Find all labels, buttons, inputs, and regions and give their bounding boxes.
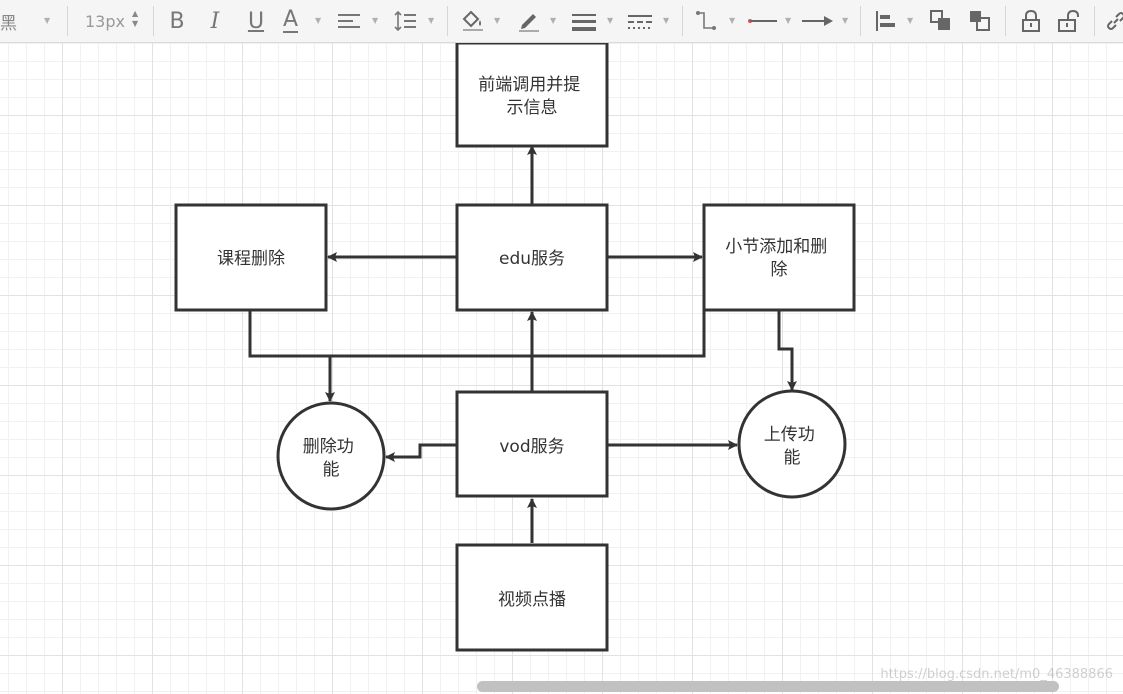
node-video-play[interactable]	[455, 543, 609, 652]
bring-front-icon	[930, 10, 950, 30]
toolbar-divider	[153, 6, 154, 36]
node-upload-func-label-line2: 能	[784, 448, 801, 468]
font-size-stepper[interactable]: 13px ▲▼	[80, 0, 150, 42]
font-family-select[interactable]: 黑 ▼	[0, 0, 55, 42]
link-button[interactable]	[1104, 0, 1123, 42]
watermark: https://blog.csdn.net/m0_46388866	[880, 667, 1113, 682]
line-color-icon	[519, 14, 539, 32]
chevron-down-icon: ▼	[44, 16, 51, 25]
unlock-button[interactable]	[1056, 0, 1082, 42]
toolbar-divider	[1005, 6, 1006, 36]
unlock-icon	[1058, 9, 1079, 32]
format-toolbar: 黑 ▼ 13px ▲▼ B I U A ▼ ▼ ▼	[0, 0, 1123, 43]
line-start-icon	[748, 19, 777, 23]
send-back-icon	[970, 11, 990, 31]
bold-button[interactable]: B	[165, 0, 189, 42]
connector-type-icon	[696, 11, 716, 30]
lock-button[interactable]	[1018, 0, 1044, 42]
chevron-down-icon: ▼	[428, 16, 435, 25]
line-color-button[interactable]: ▼	[516, 0, 562, 42]
font-size-value: 13px	[85, 11, 125, 31]
node-frontend[interactable]	[455, 43, 609, 148]
line-style-button[interactable]: ▼	[626, 0, 672, 42]
node-frontend-label-line1: 前端调用并提	[478, 75, 580, 95]
italic-button[interactable]: I	[204, 0, 226, 42]
edge-vod-to-delete-func[interactable]	[385, 443, 456, 462]
text-align-button[interactable]: ▼	[336, 0, 382, 42]
chevron-down-icon: ▼	[785, 16, 792, 25]
node-course-delete[interactable]	[174, 203, 328, 312]
flowchart: 前端调用并提 示信息 课程删除 edu服务 小节添加和删 除 vod服务 视频点…	[174, 43, 856, 652]
node-delete-func-label-line1: 删除功	[303, 437, 354, 457]
font-color-button[interactable]: A ▼	[283, 0, 323, 42]
chevron-down-icon: ▼	[907, 16, 914, 25]
font-color-label: A	[283, 7, 299, 33]
italic-label: I	[210, 8, 220, 34]
toolbar-divider	[447, 6, 448, 36]
node-edu-label: edu服务	[499, 249, 565, 269]
node-section-label-line2: 除	[771, 260, 788, 280]
align-button[interactable]: ▼	[872, 0, 918, 42]
node-video-play-label: 视频点播	[498, 590, 566, 610]
diagram-canvas[interactable]: 前端调用并提 示信息 课程删除 edu服务 小节添加和删 除 vod服务 视频点…	[0, 43, 1123, 694]
line-spacing-button[interactable]: ▼	[393, 0, 439, 42]
chevron-down-icon: ▼	[729, 16, 736, 25]
bold-label: B	[169, 8, 185, 34]
font-family-value: 黑	[0, 13, 17, 34]
node-section-label-line1: 小节添加和删	[725, 237, 827, 257]
link-icon	[1107, 12, 1123, 30]
toolbar-divider	[1094, 6, 1095, 36]
edge-section-to-upload-func[interactable]	[777, 310, 797, 391]
line-start-button[interactable]: ▼	[745, 0, 795, 42]
stepper-arrows-icon[interactable]: ▲▼	[132, 9, 139, 28]
toolbar-divider	[860, 6, 861, 36]
bring-front-button[interactable]	[927, 0, 955, 42]
node-section-label: 小节添加和删 除	[725, 237, 832, 280]
line-spacing-icon	[394, 10, 416, 32]
node-delete-func-label: 删除功 能	[303, 437, 359, 480]
lock-icon	[1022, 9, 1040, 32]
line-width-icon	[572, 14, 596, 31]
fill-color-icon	[462, 10, 483, 31]
node-delete-func-label-line2: 能	[323, 460, 340, 480]
line-end-button[interactable]: ▼	[800, 0, 852, 42]
node-vod-label: vod服务	[499, 437, 564, 457]
toolbar-divider	[682, 6, 683, 36]
line-width-button[interactable]: ▼	[570, 0, 616, 42]
chevron-down-icon: ▼	[315, 16, 322, 25]
connector-type-button[interactable]: ▼	[694, 0, 740, 42]
chevron-down-icon: ▼	[494, 16, 501, 25]
node-delete-func[interactable]	[276, 401, 386, 511]
node-frontend-label: 前端调用并提 示信息	[478, 75, 585, 118]
horizontal-scrollbar[interactable]	[477, 681, 1059, 692]
node-course-delete-label: 课程删除	[217, 249, 285, 269]
chevron-down-icon: ▼	[372, 16, 379, 25]
node-frontend-label-line2: 示信息	[507, 98, 558, 118]
chevron-down-icon: ▼	[607, 16, 614, 25]
node-section[interactable]	[702, 203, 856, 312]
node-upload-func-label: 上传功 能	[764, 425, 820, 468]
underline-label: U	[247, 8, 265, 34]
node-edu[interactable]	[455, 203, 609, 312]
chevron-down-icon: ▼	[663, 16, 670, 25]
align-left-icon	[876, 11, 895, 31]
chevron-down-icon: ▼	[842, 16, 849, 25]
underline-button[interactable]: U	[244, 0, 268, 42]
edge-bus-course-section[interactable]	[248, 310, 706, 358]
send-back-button[interactable]	[966, 0, 994, 42]
toolbar-divider	[67, 6, 68, 36]
node-vod[interactable]	[455, 390, 609, 498]
fill-color-button[interactable]: ▼	[460, 0, 506, 42]
chevron-down-icon: ▼	[550, 16, 557, 25]
node-upload-func[interactable]	[737, 389, 847, 499]
text-align-icon	[338, 14, 360, 28]
line-end-icon	[802, 16, 833, 26]
line-style-icon	[628, 15, 652, 29]
node-upload-func-label-line1: 上传功	[764, 425, 815, 445]
